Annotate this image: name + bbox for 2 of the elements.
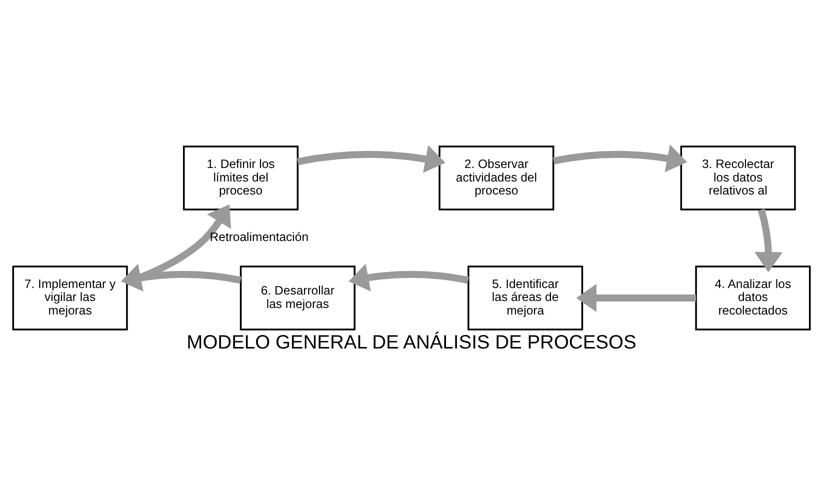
diagram-title: MODELO GENERAL DE ANÁLISIS DE PROCESOS: [186, 332, 636, 354]
edge-label: Retroalimentación: [210, 230, 309, 244]
